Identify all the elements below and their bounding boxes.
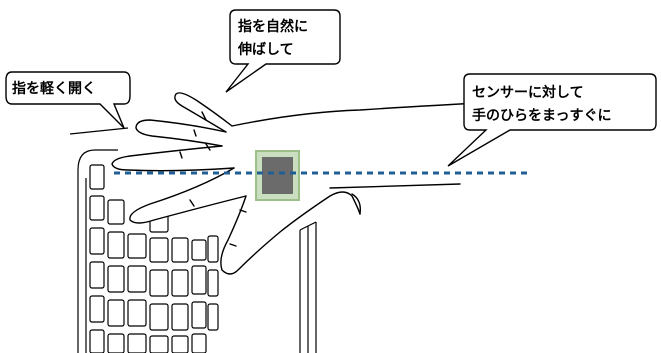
- sensor-window: [262, 157, 293, 194]
- callout-sensor-parallel: センサーに対して 手のひらをまっすぐに: [447, 73, 657, 167]
- hand-illustration: [111, 92, 499, 275]
- callout-extend-fingers: 指を自然に 伸ばして: [225, 9, 341, 93]
- callout-extend-fingers-line2: 伸ばして: [237, 41, 294, 58]
- callout-open-fingers: 指を軽く開く: [5, 71, 131, 129]
- callout-sensor-parallel-line1: センサーに対して: [472, 84, 584, 101]
- palm-sensor: [255, 150, 300, 201]
- callout-open-fingers-text: 指を軽く開く: [12, 80, 96, 97]
- callout-sensor-parallel-line2: 手のひらをまっすぐに: [472, 107, 611, 124]
- callout-extend-fingers-line1: 指を自然に: [238, 18, 308, 35]
